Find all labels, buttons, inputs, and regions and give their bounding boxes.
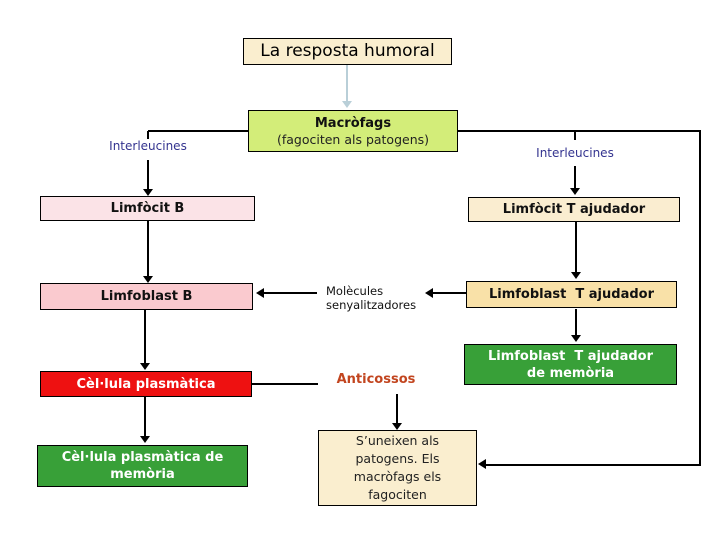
molecules-label: Molècules senyalitzadores xyxy=(326,284,417,312)
connector-molecules-to-limfoblast-b xyxy=(264,292,317,294)
connector-right-rail xyxy=(699,130,701,466)
arrowhead-down-icon xyxy=(392,423,402,430)
connector-interleucines-to-limfocit-t xyxy=(574,166,576,188)
connector-plasmatica-to-anticossos xyxy=(251,383,318,385)
node-limfoblast-b: Limfoblast B xyxy=(40,283,253,310)
connector-anticossos-to-note xyxy=(396,394,398,423)
connector-title-to-macrofags xyxy=(346,65,348,101)
arrowhead-down-icon xyxy=(143,189,153,196)
interleucines-right-label: Interleucines xyxy=(536,146,614,160)
arrowhead-left-icon xyxy=(256,288,264,298)
connector-stub-right xyxy=(574,131,576,140)
connector-stub-left xyxy=(147,131,149,139)
connector-limfoblast-t-to-memoria xyxy=(575,309,577,335)
arrowhead-down-icon xyxy=(140,363,150,370)
arrowhead-down-icon xyxy=(571,272,581,279)
node-limfoblast-t-memoria: Limfoblast T ajudador de memòria xyxy=(464,344,677,385)
connector-interleucines-to-limfocit-b xyxy=(147,160,149,189)
arrowhead-down-icon xyxy=(342,101,352,108)
connector-limfocit-t-to-limfoblast-t xyxy=(575,222,577,272)
connector-macrofags-right xyxy=(458,130,701,132)
node-limfoblast-t: Limfoblast T ajudador xyxy=(466,281,677,308)
arrowhead-down-icon xyxy=(571,335,581,342)
arrowhead-left-icon xyxy=(425,288,433,298)
node-macrofags: Macròfags (fagociten als patogens) xyxy=(248,110,458,152)
arrowhead-left-icon xyxy=(478,459,486,469)
connector-limfocit-b-to-limfoblast-b xyxy=(147,221,149,276)
arrowhead-down-icon xyxy=(143,276,153,283)
node-limfocit-t: Limfòcit T ajudador xyxy=(468,197,680,222)
connector-limfoblast-b-to-plasmatica xyxy=(144,310,146,363)
macrofags-subtitle: (fagociten als patogens) xyxy=(276,131,430,147)
interleucines-left-label: Interleucines xyxy=(109,139,187,153)
diagram-title: La resposta humoral xyxy=(243,38,452,65)
node-limfocit-b: Limfòcit B xyxy=(40,196,255,221)
node-cellula-plasmatica: Cèl·lula plasmàtica xyxy=(40,371,252,397)
macrofags-title: Macròfags xyxy=(314,115,392,131)
connector-limfoblast-t-to-molecules xyxy=(433,292,466,294)
arrowhead-down-icon xyxy=(140,436,150,443)
node-cellula-plasmatica-memoria: Cèl·lula plasmàtica de memòria xyxy=(37,445,248,487)
connector-rail-to-note xyxy=(486,464,701,466)
anticossos-label: Anticossos xyxy=(336,372,416,387)
connector-macrofags-left xyxy=(148,130,248,132)
connector-plasmatica-to-memoria xyxy=(144,397,146,436)
arrowhead-down-icon xyxy=(570,188,580,195)
node-patogens-note: S’uneixen als patogens. Els macròfags el… xyxy=(318,430,477,506)
